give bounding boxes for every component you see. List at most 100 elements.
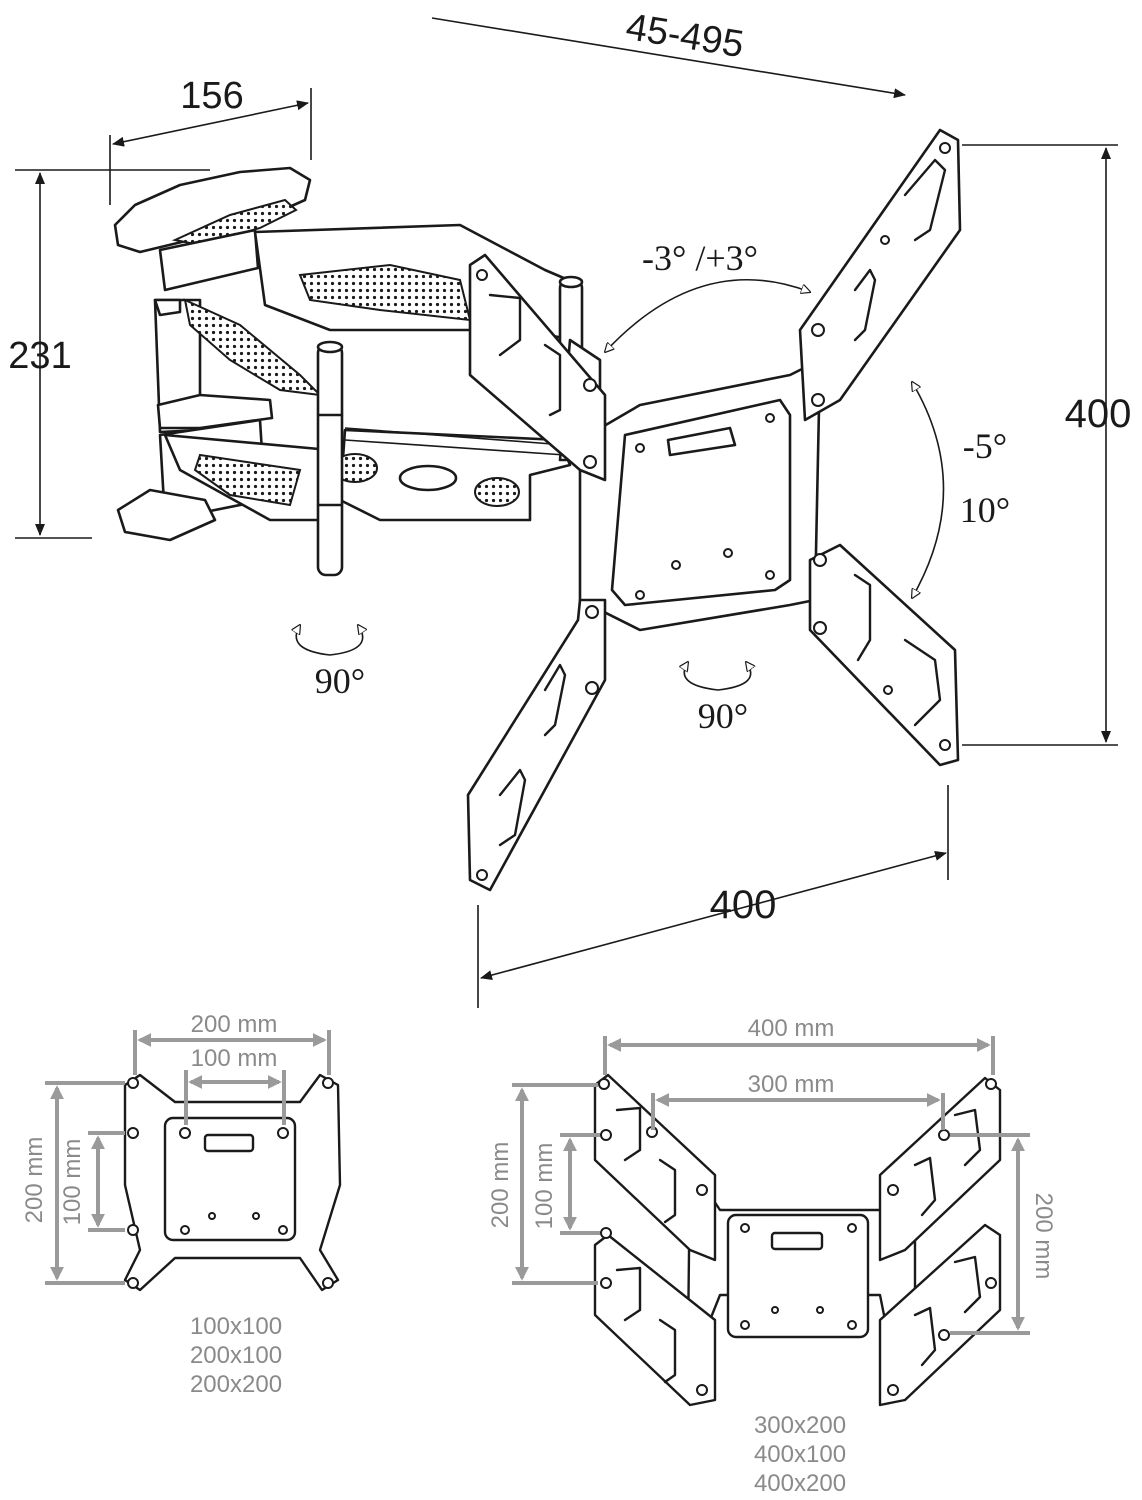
small-hole-tl [127, 1077, 139, 1089]
large-slot-ul-2 [658, 1158, 677, 1224]
large-plate-center [726, 1213, 870, 1339]
small-hole-br [322, 1277, 334, 1289]
hole-ul-2 [583, 378, 597, 392]
hole-lr-4 [939, 739, 951, 751]
large-slot-ur-1 [953, 1108, 982, 1167]
small-hole-bl [127, 1277, 139, 1289]
vesa-width-label: 400 [710, 883, 777, 927]
pivot-post [316, 343, 344, 577]
vesa-arm-lower-right [808, 543, 960, 767]
upper-arm-lower-mesh [183, 298, 323, 397]
tilt-arc-arrow [912, 382, 945, 598]
slot-lower-left-1 [498, 768, 527, 847]
large-pattern-1: 300x200 [754, 1412, 846, 1439]
slot-lower-left-2 [543, 663, 567, 737]
large-hole-c4 [816, 1306, 824, 1314]
vesa-height-label: 400 [1065, 392, 1132, 436]
swivel-angle-label: -3° /+3° [642, 238, 758, 278]
large-pattern-2: 400x100 [754, 1441, 846, 1468]
hole-ur-2 [880, 235, 890, 245]
hole-lr-3 [883, 685, 893, 695]
slot-upper-left-1 [488, 293, 522, 357]
large-hole-lr-b [985, 1277, 997, 1289]
hole-ur-3 [811, 323, 825, 337]
hole-ul-3 [583, 455, 597, 469]
tilt-down-label: 10° [960, 490, 1010, 530]
large-hole-ur-c [887, 1184, 899, 1196]
slot-lower-right-1 [853, 573, 872, 662]
large-hole-c2 [847, 1223, 857, 1233]
hole-ll-2 [585, 681, 599, 695]
main-labels: 45-495 156 231 400 400 -3° /+3° -5° 10° … [8, 6, 1131, 927]
upper-bracket [153, 298, 182, 317]
hole-ll-3 [476, 869, 488, 881]
slot-lower-right-2 [903, 638, 942, 727]
plate-rotation-arrow [684, 662, 750, 691]
large-arm-ur [878, 1076, 1002, 1262]
vesa-center-hole-2 [723, 548, 733, 558]
small-plate-detail: 200 mm 100 mm 200 mm 100 mm 100x100 200x… [21, 1011, 342, 1398]
small-hole-c3 [180, 1225, 190, 1235]
small-hole-ml-2 [127, 1224, 139, 1236]
depth-range-label: 45-495 [623, 6, 746, 66]
swivel-arc-arrow [605, 279, 810, 352]
large-hole-ul-a [598, 1078, 610, 1090]
vesa-arm-upper-right [798, 128, 962, 422]
large-slot-ur-2 [913, 1156, 937, 1217]
dimension-lines [15, 17, 1118, 1008]
wall-plate-bottom-cap [116, 488, 217, 542]
hole-lr-1 [813, 553, 827, 567]
small-outer-width-label: 200 mm [191, 1011, 278, 1038]
small-hole-tr [322, 1077, 334, 1089]
plate-rotation-label: 90° [698, 696, 748, 736]
vesa-x-plate [466, 128, 962, 892]
hole-ll-1 [585, 605, 599, 619]
tilt-up-label: -5° [963, 426, 1007, 466]
wall-plate-height-label: 231 [8, 335, 71, 377]
wall-plate-width-label: 156 [180, 75, 243, 117]
small-plate-center [163, 1116, 297, 1242]
middle-bracket [156, 393, 274, 430]
vesa-center-hole-3 [635, 443, 645, 453]
large-left-inner-height-label: 100 mm [531, 1143, 558, 1230]
large-hole-ll-b [600, 1277, 612, 1289]
arm-rail-1 [344, 427, 566, 446]
large-hole-ul-d [696, 1184, 708, 1196]
vesa-center-handle [666, 426, 737, 457]
vesa-center-hole-5 [635, 590, 645, 600]
small-plate-handle [203, 1133, 255, 1153]
large-hole-ur-b [938, 1129, 950, 1141]
large-left-outer-height-label: 200 mm [487, 1142, 514, 1229]
large-plate-detail: 400 mm 300 mm 200 mm 100 mm 200 mm 300x2… [487, 1015, 1057, 1497]
large-slot-ll-2 [658, 1318, 677, 1384]
large-hole-ur-a [985, 1078, 997, 1090]
slot-upper-right-1 [903, 158, 947, 242]
slot-upper-left-2 [543, 343, 562, 417]
large-slot-lr-1 [953, 1255, 982, 1314]
lower-arm-mesh [193, 453, 302, 507]
lower-arm-mesh-right [474, 477, 520, 507]
large-plate-handle [770, 1231, 824, 1251]
small-outer-height-label: 200 mm [21, 1137, 48, 1224]
hole-ul-1 [476, 269, 488, 281]
small-pattern-3: 200x200 [190, 1371, 282, 1398]
slot-upper-right-2 [853, 268, 877, 342]
vesa-width-dimension-line [480, 851, 947, 980]
vesa-center-hole-6 [765, 570, 775, 580]
small-inner-height-label: 100 mm [59, 1139, 86, 1226]
large-hole-ul-b [600, 1129, 612, 1141]
large-slot-lr-2 [913, 1306, 937, 1367]
lower-arm-oval-slot [398, 464, 458, 492]
hole-ur-4 [811, 393, 825, 407]
arm-rotation-label: 90° [315, 661, 365, 701]
large-hole-c3 [771, 1306, 779, 1314]
large-inner-width-label: 300 mm [748, 1071, 835, 1098]
vesa-arm-upper-left [468, 253, 607, 482]
large-hole-ll-a [600, 1227, 612, 1239]
hole-ur-1 [939, 142, 951, 154]
wall-plate-upper-body [158, 228, 260, 292]
large-slot-ul-1 [615, 1106, 642, 1162]
large-pattern-3: 400x200 [754, 1470, 846, 1497]
